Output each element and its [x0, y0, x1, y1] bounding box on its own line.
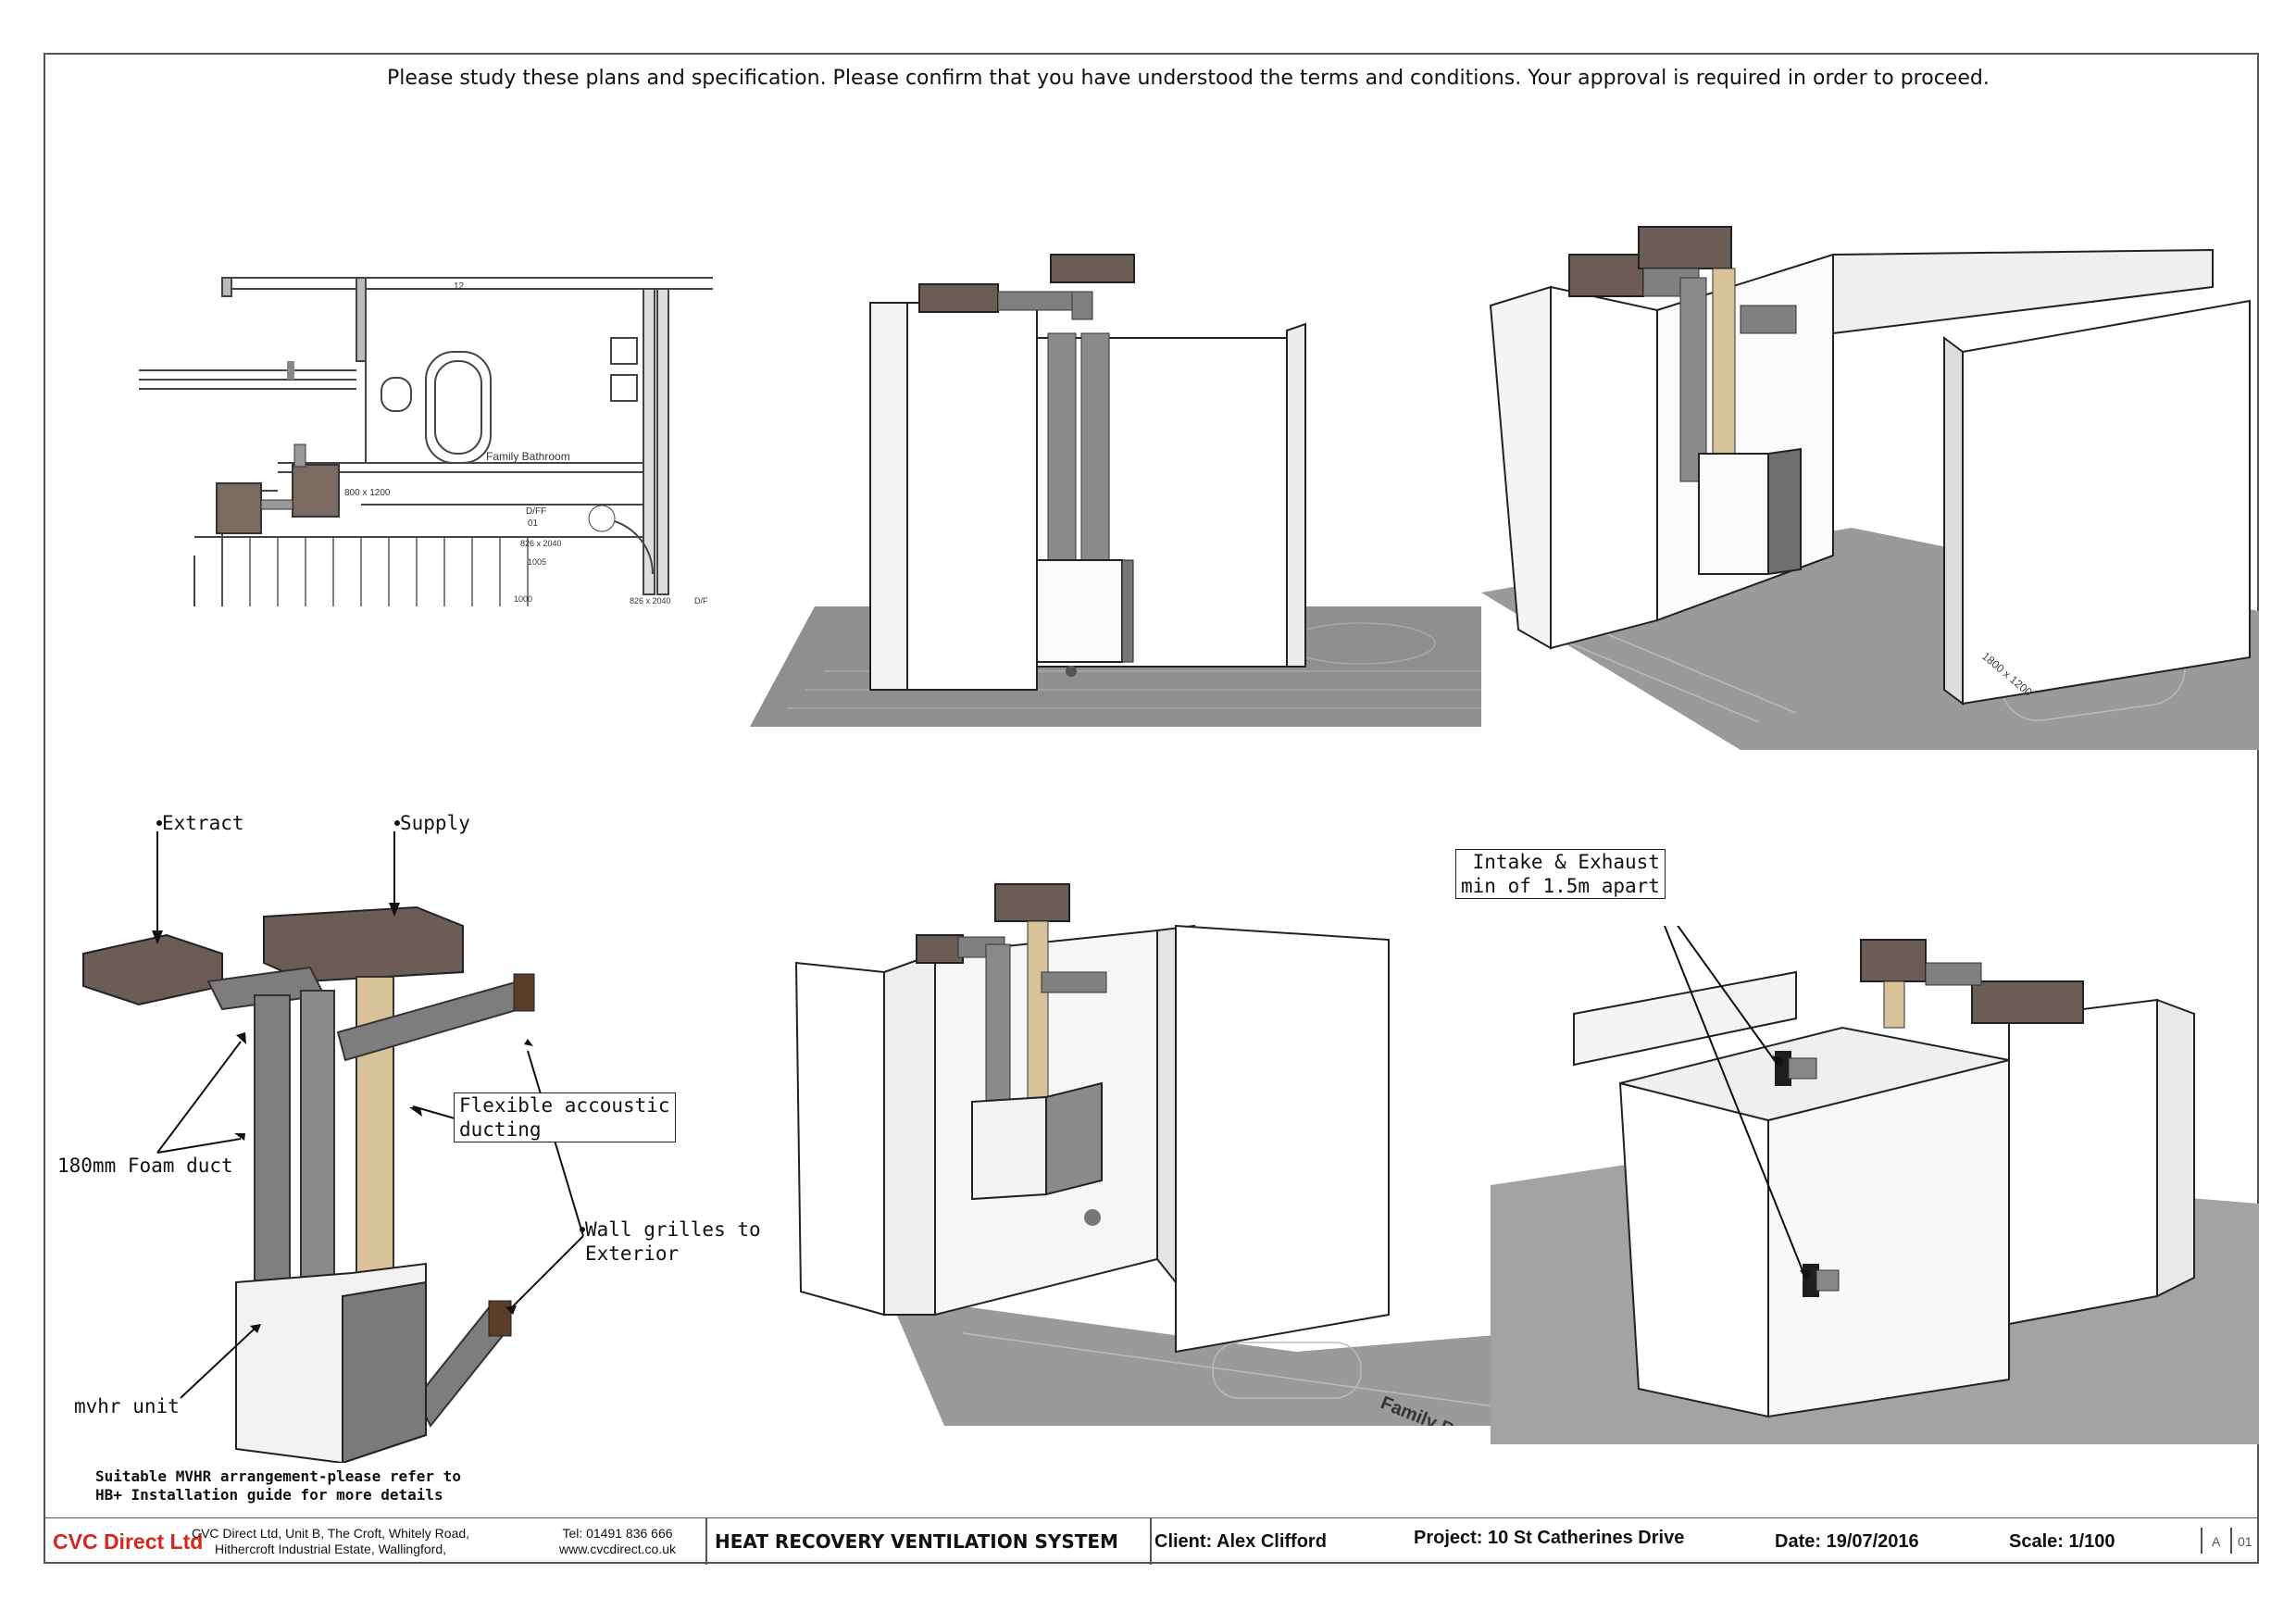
label-foam-duct: 180mm Foam duct	[57, 1155, 233, 1177]
label-wall-grilles: Wall grilles to Exterior	[580, 1217, 761, 1266]
note-line2: HB+ Installation guide for more details	[95, 1486, 443, 1504]
duct-left	[1679, 277, 1707, 482]
revision-number: 01	[2238, 1534, 2252, 1549]
plan-dim-1005: 1005	[528, 557, 546, 567]
note-line1: Suitable MVHR arrangement-please refer t…	[95, 1467, 461, 1485]
wall-left	[1618, 1081, 1769, 1418]
plan-dim-12: 12	[454, 281, 465, 292]
divider	[2230, 1528, 2232, 1554]
supply-plenum	[1860, 939, 1927, 982]
label-supply: Supply	[394, 812, 470, 834]
supply-plenum	[263, 905, 464, 983]
duct-left	[1047, 332, 1077, 566]
plan-door-number: 01	[528, 518, 539, 529]
extract-plenum	[82, 933, 223, 1006]
intake-exhaust-leaders	[1663, 926, 1806, 1279]
project-name: Project: 10 St Catherines Drive	[1414, 1527, 1685, 1548]
floor-plan-view: 12 800 x 1200 Family Bathroom D/FF 01 82…	[139, 268, 713, 620]
label-intake-exhaust: Intake & Exhaust min of 1.5m apart	[1455, 849, 1666, 899]
drawing-date: Date: 19/07/2016	[1775, 1530, 1919, 1552]
address-line2: Hithercroft Industrial Estate, Wallingfo…	[214, 1542, 447, 1556]
wall-left	[794, 961, 885, 1317]
company-name: CVC Direct Ltd	[53, 1529, 204, 1554]
plan-door-code: D/FF	[526, 506, 546, 517]
plan-door-size-2: 826 x 2040	[630, 596, 671, 606]
approval-notice: Please study these plans and specificati…	[387, 67, 1990, 90]
client-name: Client: Alex Clifford	[1154, 1530, 1327, 1552]
plan-plenum-right	[292, 464, 340, 518]
label-flexible-line2: ducting	[459, 1118, 542, 1141]
drawing-title: HEAT RECOVERY VENTILATION SYSTEM	[715, 1530, 1118, 1553]
company-contact: Tel: 01491 836 666 www.cvcdirect.co.uk	[553, 1518, 682, 1565]
mvhr-3d-rear-view: Family Ba	[778, 852, 1518, 1426]
mvhr-3d-front-view	[750, 245, 1481, 727]
plan-door-size-1: 826 x 2040	[520, 539, 562, 548]
extract-plenum	[1568, 254, 1644, 297]
floor-plan-drawing: 12 800 x 1200 Family Bathroom D/FF 01 82…	[139, 277, 713, 606]
company-tel: Tel: 01491 836 666	[562, 1526, 673, 1541]
wall-grille-upper	[513, 973, 535, 1012]
wall-right	[1962, 299, 2251, 705]
mvhr-unit	[971, 1095, 1047, 1201]
floor-plane	[889, 1296, 1518, 1426]
supply-plenum	[1638, 226, 1732, 269]
arrangement-note: Suitable MVHR arrangement-please refer t…	[95, 1467, 461, 1504]
mvhr-3d-intake-exhaust-view	[1491, 926, 2259, 1444]
revision-letter: A	[2212, 1534, 2221, 1549]
label-flexible-ducting: Flexible accoustic ducting	[454, 1092, 676, 1142]
plan-dim-800x1200: 800 x 1200	[344, 488, 391, 498]
label-extract: Extract	[156, 812, 244, 834]
label-wall-grilles-line2: Exterior	[585, 1242, 680, 1265]
mvhr-annotated-view	[46, 796, 759, 1463]
company-web: www.cvcdirect.co.uk	[558, 1542, 677, 1556]
flex-duct	[1027, 920, 1049, 1107]
foam-duct-left	[254, 994, 291, 1283]
plan-dim-1000: 1000	[514, 594, 532, 604]
foam-duct-center	[300, 990, 335, 1288]
label-intake-line1: Intake & Exhaust	[1472, 851, 1660, 873]
supply-plenum	[1050, 254, 1135, 283]
label-intake-line2: min of 1.5m apart	[1461, 875, 1660, 897]
duct-left	[985, 943, 1011, 1103]
callout-leaders	[156, 831, 584, 1399]
mvhr-3d-perspective-view: 1800 x 1200	[1481, 222, 2259, 750]
wall-grille-lower	[488, 1300, 512, 1337]
divider	[1150, 1518, 1152, 1565]
duct-right	[1080, 332, 1110, 566]
extract-plenum	[916, 934, 964, 964]
mvhr-unit	[1698, 453, 1769, 575]
plan-plenum-left	[216, 482, 262, 534]
label-wall-grilles-line1: Wall grilles to	[585, 1218, 761, 1241]
supply-plenum	[994, 883, 1070, 922]
plan-room-label: Family Bathroom	[486, 450, 570, 463]
drawing-sheet	[44, 53, 2259, 1564]
address-line1: CVC Direct Ltd, Unit B, The Croft, White…	[191, 1526, 470, 1541]
title-block: CVC Direct Ltd CVC Direct Ltd, Unit B, T…	[44, 1517, 2259, 1565]
wall-right	[1175, 924, 1390, 1354]
wall-left	[869, 302, 908, 691]
plan-door-tag-cut: D/F	[694, 596, 708, 606]
extract-plenum	[918, 283, 999, 313]
label-mvhr-unit: mvhr unit	[74, 1395, 180, 1417]
divider	[2201, 1528, 2202, 1554]
mvhr-unit	[1036, 559, 1123, 663]
divider	[705, 1518, 707, 1565]
company-address: CVC Direct Ltd, Unit B, The Croft, White…	[192, 1518, 469, 1565]
extract-plenum	[1971, 980, 2084, 1024]
drawing-scale: Scale: 1/100	[2009, 1530, 2115, 1552]
wall-front	[1767, 1058, 2010, 1418]
label-flexible-line1: Flexible accoustic	[459, 1094, 670, 1117]
